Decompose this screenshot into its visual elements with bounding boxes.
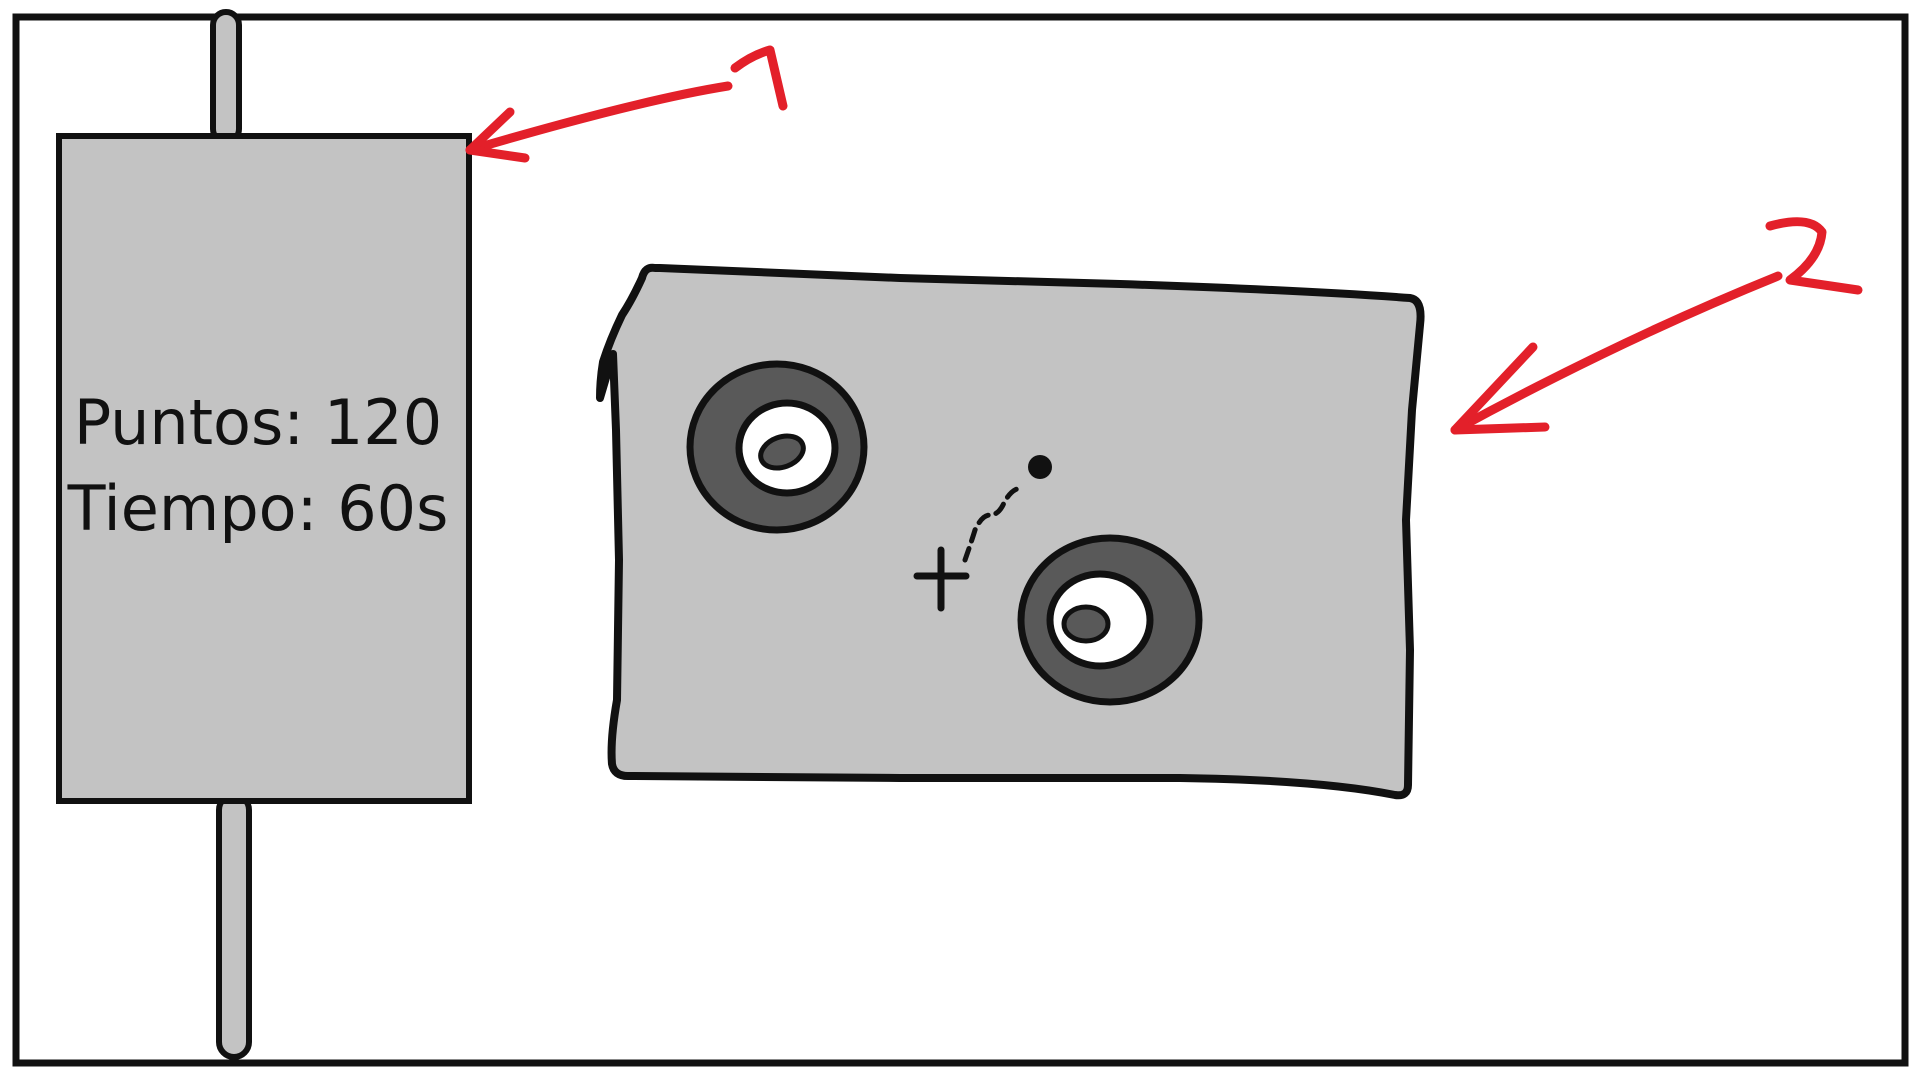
annotation-2 — [1450, 217, 1863, 435]
crosshair-icon[interactable] — [913, 546, 970, 612]
target-icon[interactable] — [1017, 534, 1203, 706]
dot-icon — [1028, 455, 1052, 479]
play-area — [596, 263, 1425, 800]
target-icon[interactable] — [686, 360, 868, 534]
hud-top-pin — [210, 9, 242, 145]
hud-bottom-pin — [216, 792, 252, 1060]
hud-panel: Puntos: 120 Tiempo: 60s — [56, 133, 472, 804]
time-label: Tiempo: 60s — [67, 472, 449, 545]
score-label: Puntos: 120 — [74, 386, 442, 459]
annotation-1 — [465, 45, 788, 163]
projectile-trail — [962, 485, 1023, 563]
